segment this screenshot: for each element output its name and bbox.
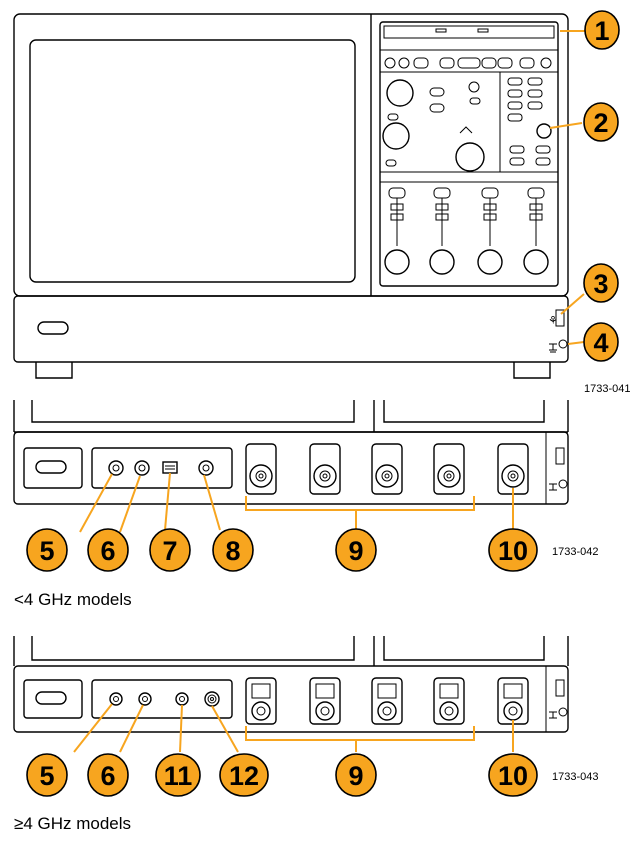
- control-panel: [379, 21, 559, 287]
- panel-edge: [383, 636, 545, 661]
- callout-1: [584, 10, 620, 50]
- display-edge: [31, 400, 355, 423]
- io-panel: [91, 679, 233, 719]
- ground-terminal-icon: [558, 479, 568, 489]
- button-row: [384, 57, 552, 69]
- channel-inputs: [245, 677, 465, 725]
- middle-callout-lines: [79, 472, 514, 533]
- callout-9-label: 9: [348, 761, 363, 791]
- callout-9: [335, 528, 377, 572]
- panel-edge: [373, 400, 545, 432]
- display-edge: [31, 636, 355, 661]
- channel-inputs: [245, 443, 465, 495]
- callout-8: [212, 528, 254, 572]
- front-strip: [13, 665, 569, 733]
- ground-symbol-icon: [549, 711, 557, 719]
- bottom-callouts: 5 6 11 12 9 10: [26, 753, 538, 797]
- usb-symbol-icon: ⚘: [548, 314, 558, 327]
- callout-4-label: 4: [593, 328, 608, 358]
- detail-view-ge4ghz: [13, 636, 569, 733]
- callout-6: [87, 528, 129, 572]
- callout-11-label: 11: [164, 761, 193, 791]
- foot-right: [513, 362, 551, 379]
- callout-6-label: 6: [100, 761, 115, 791]
- figure-id-middle: 1733-042: [552, 546, 599, 558]
- menu-strip: [383, 25, 555, 39]
- connector-11: [175, 692, 189, 706]
- connector-12: [204, 691, 220, 707]
- ground-terminal-icon: [558, 339, 568, 349]
- callout-10-label: 10: [498, 761, 528, 791]
- callout-9-label: 9: [348, 536, 363, 566]
- figure-id-top: 1733-041: [584, 383, 630, 395]
- figure-id-bottom: 1733-043: [552, 771, 599, 783]
- callout-3: [583, 263, 619, 303]
- callout-2: [583, 102, 619, 142]
- callout-4: [583, 322, 619, 362]
- connector-6: [138, 692, 152, 706]
- callout-5-label: 5: [39, 536, 54, 566]
- right-button-cluster: [507, 77, 552, 166]
- knob-lower[interactable]: [382, 122, 410, 150]
- callout-12-label: 12: [229, 761, 259, 791]
- io-panel: [91, 447, 233, 489]
- menu-slot: [477, 28, 489, 33]
- callout-8-label: 8: [225, 536, 240, 566]
- front-strip: [13, 431, 569, 505]
- ground-symbol-icon: [549, 483, 557, 491]
- detail-view-lt4ghz: [13, 400, 569, 505]
- top-callouts: 1 2 3 4: [549, 10, 620, 362]
- usb-port-icon: [555, 309, 565, 327]
- power-recess: [23, 447, 83, 489]
- power-button[interactable]: [37, 321, 69, 335]
- callout-5: [26, 528, 68, 572]
- connector-5: [109, 692, 123, 706]
- callout-12: [219, 753, 269, 797]
- callout-7-label: 7: [162, 536, 177, 566]
- aux-input: [497, 677, 529, 725]
- usb-port-7: [162, 461, 178, 474]
- ground-symbol-icon: [549, 343, 557, 353]
- knob-center[interactable]: [455, 142, 485, 172]
- callout-11: [155, 753, 201, 797]
- menu-slot: [435, 28, 447, 33]
- middle-callouts: 5 6 7 8 9 10: [26, 528, 538, 572]
- usb-port-icon: [555, 447, 565, 465]
- display-screen: [29, 39, 356, 283]
- callout-10-label: 10: [498, 536, 528, 566]
- callout-2-label: 2: [593, 108, 608, 138]
- callout-6: [87, 753, 129, 797]
- callout-9: [335, 753, 377, 797]
- usb-port-icon: [555, 679, 565, 697]
- knob-upper[interactable]: [386, 79, 414, 107]
- channel-controls: [384, 187, 549, 275]
- power-button[interactable]: [35, 691, 67, 705]
- connector-5: [108, 460, 124, 476]
- instrument-front-view: ⚘: [13, 13, 569, 379]
- callout-10: [488, 753, 538, 797]
- callout-6-label: 6: [100, 536, 115, 566]
- callout-10: [488, 528, 538, 572]
- power-button[interactable]: [35, 460, 67, 474]
- foot-left: [35, 362, 73, 379]
- callout-7: [149, 528, 191, 572]
- callout-5: [26, 753, 68, 797]
- caption-ge4ghz: ≥4 GHz models: [14, 814, 132, 833]
- instrument-body: [13, 13, 569, 297]
- caption-lt4ghz: <4 GHz models: [14, 590, 132, 609]
- bottom-callout-lines: [73, 703, 514, 753]
- ground-terminal-icon: [558, 707, 568, 717]
- power-recess: [23, 679, 83, 719]
- callout-1-label: 1: [594, 16, 609, 46]
- connector-6: [134, 460, 150, 476]
- connector-8: [198, 460, 214, 476]
- callout-5-label: 5: [39, 761, 54, 791]
- callout-3-label: 3: [593, 269, 608, 299]
- instrument-bottom-strip: [13, 295, 569, 363]
